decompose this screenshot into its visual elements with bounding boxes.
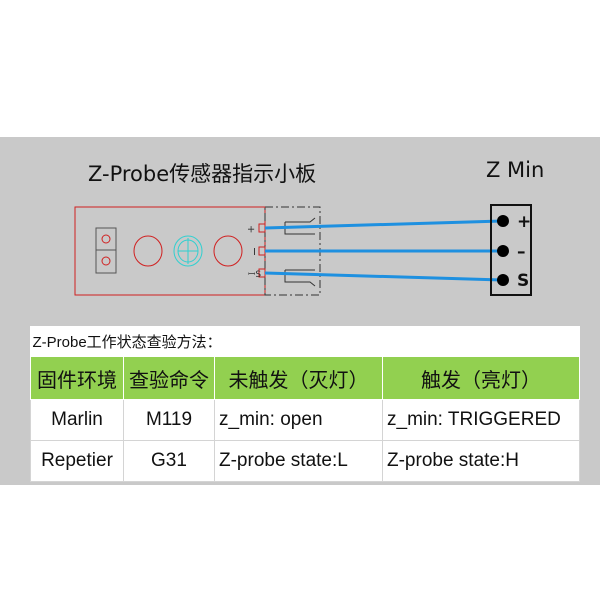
cell-untriggered: z_min: open <box>214 399 383 441</box>
wiring-diagram: + I ꟷS + – S <box>74 204 532 296</box>
cell-command: G31 <box>123 440 215 482</box>
pin-label-signal: S <box>517 271 529 291</box>
cell-triggered: z_min: TRIGGERED <box>382 399 580 441</box>
mount-hole <box>133 235 163 267</box>
pin-label-minus: – <box>517 242 526 262</box>
cell-triggered: Z-probe state:H <box>382 440 580 482</box>
pin-label-plus-rotated: + <box>245 225 256 233</box>
table-row: Marlin M119 z_min: open z_min: TRIGGERED <box>30 399 580 441</box>
wires <box>264 219 503 282</box>
pin-label-minus-rotated: I <box>253 247 256 258</box>
cell-command: M119 <box>123 399 215 441</box>
pin-label-s-rotated: ꟷS <box>248 270 261 280</box>
mount-hole <box>213 235 243 267</box>
header-triggered: 触发（亮灯） <box>382 356 580 400</box>
probe-status-table: Z-Probe工作状态查验方法： 固件环境 查验命令 未触发（灭灯） 触发（亮灯… <box>30 326 580 482</box>
cell-firmware: Repetier <box>30 440 124 482</box>
table-caption: Z-Probe工作状态查验方法： <box>32 333 222 351</box>
header-firmware: 固件环境 <box>30 356 124 400</box>
table-row: Repetier G31 Z-probe state:L Z-probe sta… <box>30 440 580 482</box>
header-untriggered: 未触发（灭灯） <box>214 356 383 400</box>
pin-label-plus: + <box>517 212 531 232</box>
header-command: 查验命令 <box>123 356 215 400</box>
led-icon <box>173 235 203 267</box>
table-header-row: 固件环境 查验命令 未触发（灭灯） 触发（亮灯） <box>30 356 580 400</box>
zmin-connector: + – S <box>490 204 532 296</box>
probe-board: + I ꟷS <box>74 206 321 296</box>
cell-firmware: Marlin <box>30 399 124 441</box>
cell-untriggered: Z-probe state:L <box>214 440 383 482</box>
board-title: Z-Probe传感器指示小板 <box>88 162 317 186</box>
endstop-title: Z Min <box>486 158 545 182</box>
